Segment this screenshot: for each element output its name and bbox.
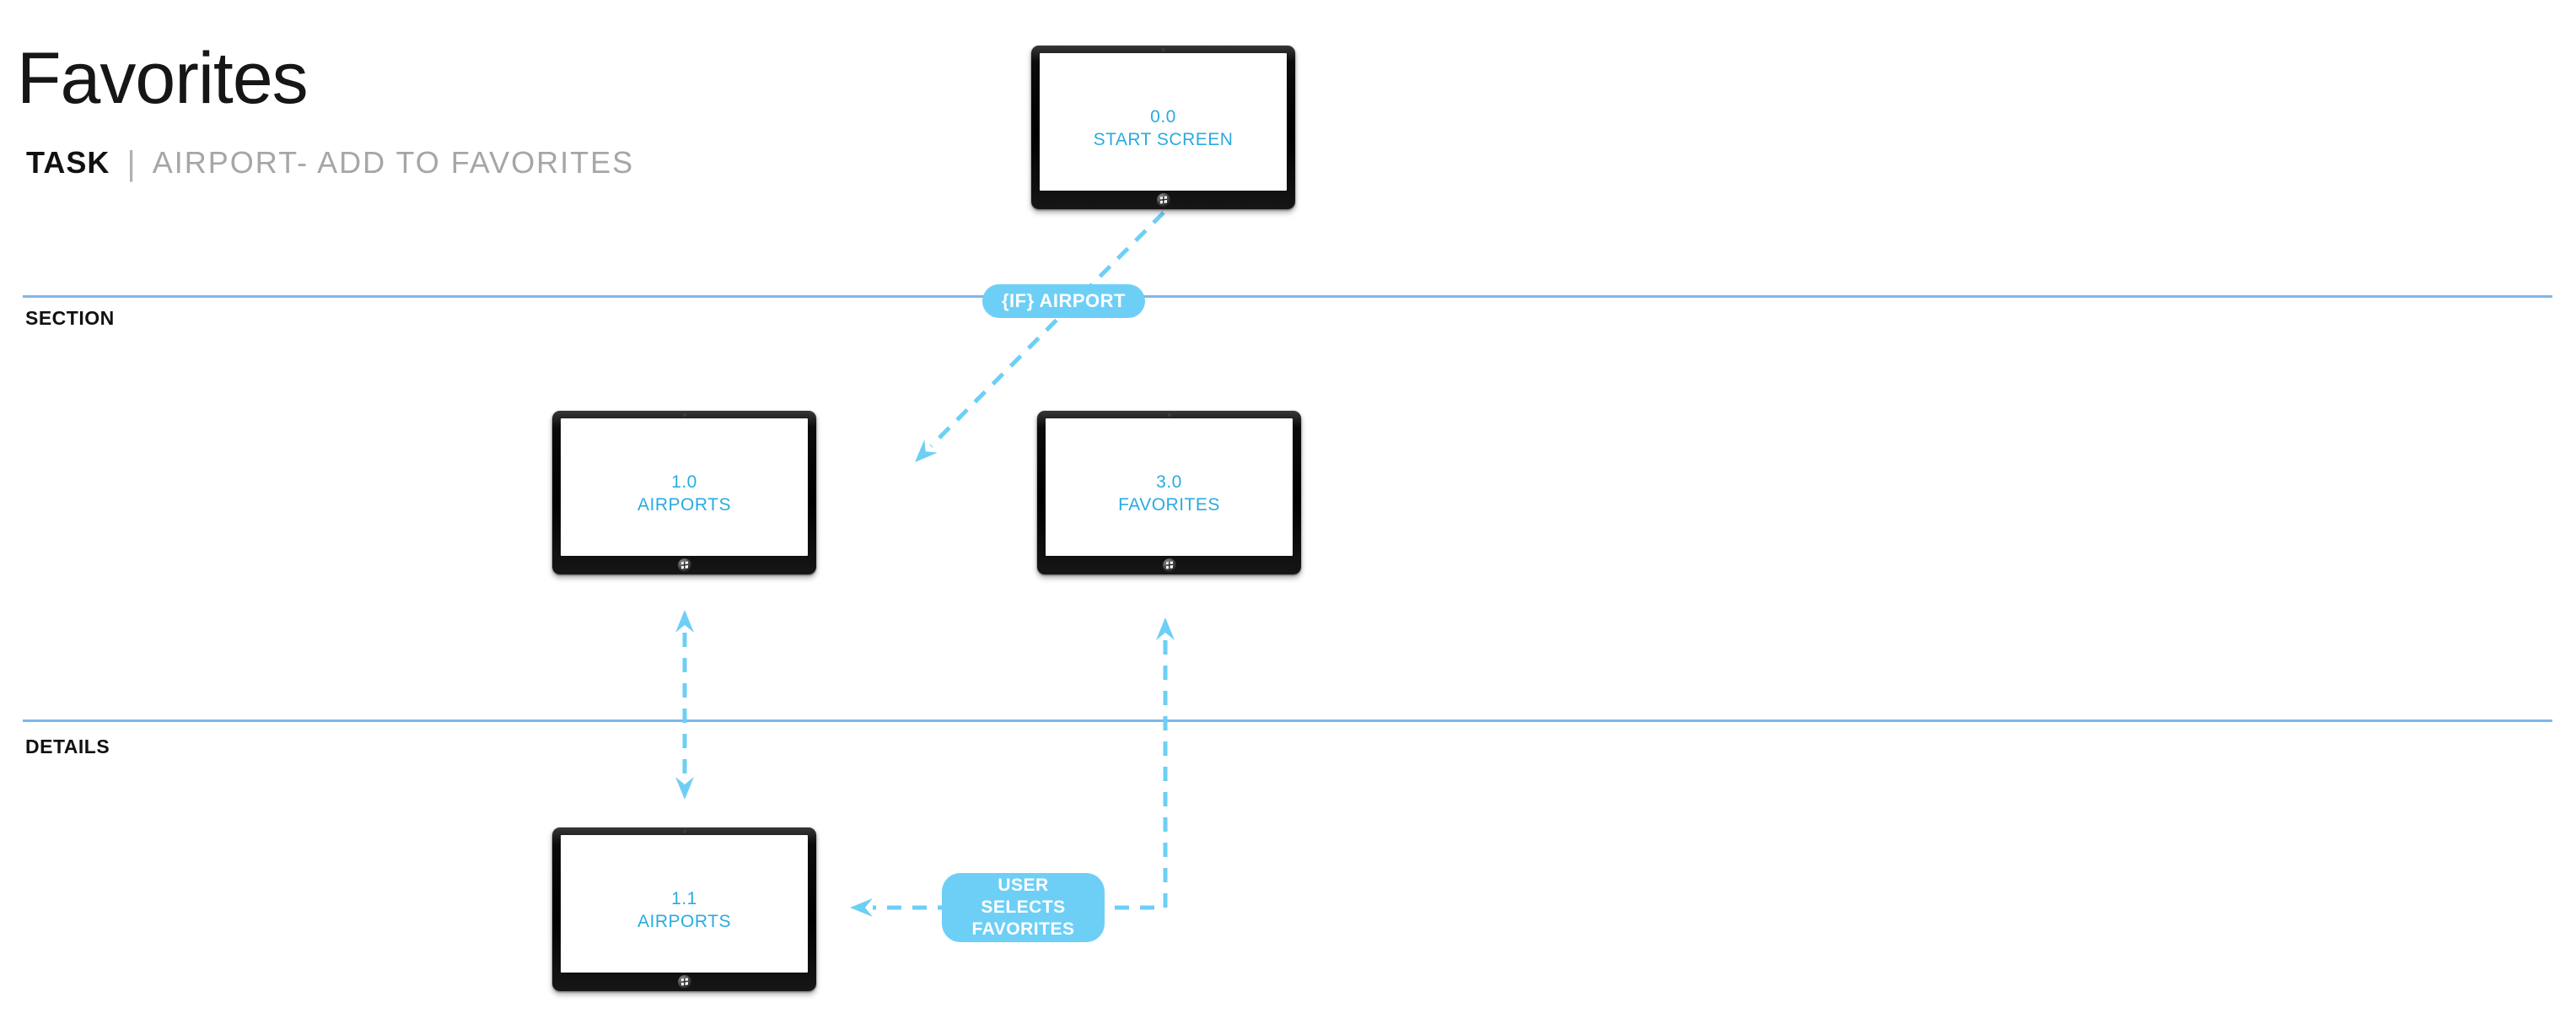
section-divider-line (23, 295, 2552, 298)
arrow-detail-to-favorites (873, 640, 1168, 910)
task-separator: | (126, 145, 136, 182)
screen-name: FAVORITES (1118, 494, 1220, 515)
arrowhead-to-detail-icon (850, 898, 873, 917)
camera-dot-icon (682, 830, 686, 833)
windows-flag-icon (680, 978, 688, 986)
arrowhead-up-icon (675, 610, 694, 633)
camera-dot-icon (1161, 48, 1165, 51)
condition-badge-if-airport: {IF} AIRPORT (982, 284, 1145, 318)
windows-logo-icon (1156, 193, 1170, 207)
screen-id: 1.1 (671, 888, 697, 908)
arrowhead-start-to-airports-icon (915, 439, 938, 462)
windows-flag-icon (1159, 196, 1167, 204)
screen-id: 1.0 (671, 472, 697, 492)
page-title: Favorites (17, 38, 309, 119)
screen-monitor-start-screen: 0.0 START SCREEN (1031, 46, 1295, 209)
task-value: AIRPORT- ADD TO FAVORITES (152, 145, 635, 180)
monitor-screen: 3.0 FAVORITES (1046, 418, 1293, 556)
details-label: DETAILS (25, 736, 110, 757)
arrowhead-to-favorites-icon (1156, 617, 1175, 640)
condition-badge-label: {IF} AIRPORT (1002, 290, 1126, 311)
monitor-screen: 1.0 AIRPORTS (561, 418, 808, 556)
details-divider-line (23, 719, 2552, 722)
action-badge-line: USER (998, 876, 1049, 895)
monitor-screen: 0.0 START SCREEN (1040, 53, 1287, 191)
action-badge-line: SELECTS (981, 897, 1066, 917)
screen-id: 3.0 (1156, 472, 1182, 492)
windows-logo-icon (677, 558, 691, 572)
screen-id: 0.0 (1150, 106, 1176, 127)
arrowhead-down-icon (675, 777, 694, 800)
windows-logo-icon (1162, 558, 1176, 572)
camera-dot-icon (1167, 413, 1171, 417)
screen-monitor-favorites: 3.0 FAVORITES (1037, 411, 1301, 574)
windows-flag-icon (680, 561, 688, 569)
screen-monitor-airports-detail: 1.1 AIRPORTS (552, 827, 816, 991)
camera-dot-icon (682, 413, 686, 417)
task-label: TASK (26, 145, 110, 180)
screen-name: AIRPORTS (637, 494, 731, 515)
screen-name: START SCREEN (1093, 129, 1234, 149)
arrow-start-to-airports (929, 211, 1165, 448)
windows-flag-icon (1165, 561, 1173, 569)
section-label: SECTION (25, 307, 115, 329)
screen-name: AIRPORTS (637, 911, 731, 931)
monitor-screen: 1.1 AIRPORTS (561, 835, 808, 973)
action-badge-line: FAVORITES (971, 919, 1075, 939)
action-badge-user-selects-favorites: USER SELECTS FAVORITES (942, 873, 1105, 942)
task-breadcrumb: TASK | AIRPORT- ADD TO FAVORITES (26, 143, 635, 182)
screen-monitor-airports: 1.0 AIRPORTS (552, 411, 816, 574)
windows-logo-icon (677, 975, 691, 989)
